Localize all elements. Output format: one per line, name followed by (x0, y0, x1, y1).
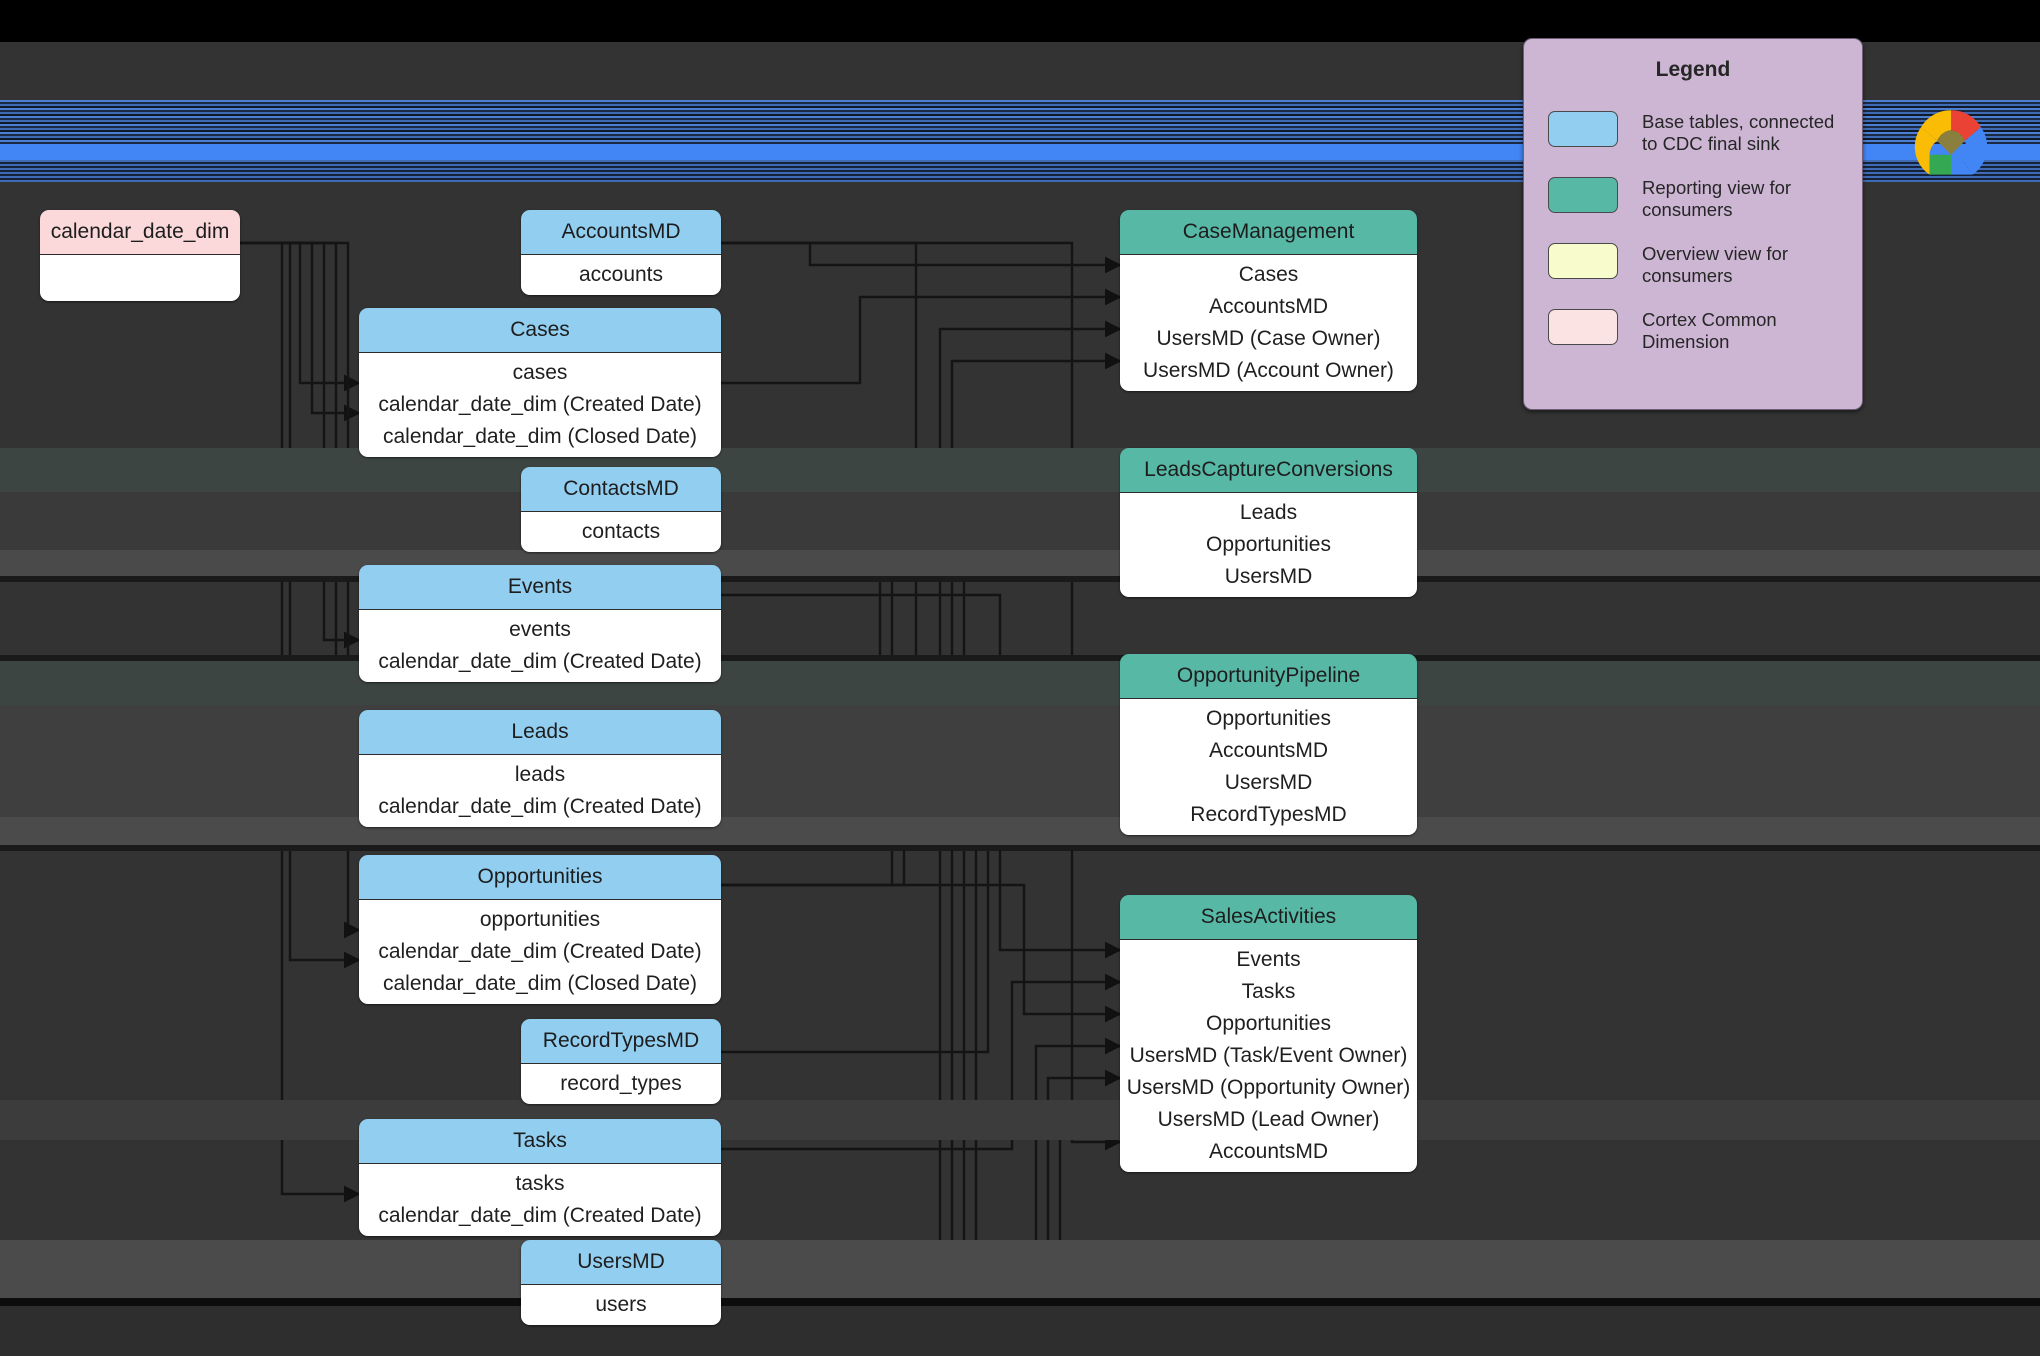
entity-row: RecordTypesMD (1190, 803, 1347, 826)
entity-row: calendar_date_dim (Closed Date) (382, 972, 697, 995)
entity-row: Leads (1239, 501, 1298, 524)
entity-row: record_types (560, 1072, 682, 1095)
entity-title: UsersMD (521, 1240, 721, 1285)
legend-item-label: Overview view for consumers (1642, 243, 1788, 286)
entity-node-UsersMD[interactable]: UsersMD users (521, 1240, 721, 1325)
entity-row: Events (1236, 948, 1301, 971)
entity-row: calendar_date_dim (Created Date) (378, 795, 702, 818)
entity-body: contacts (521, 512, 721, 552)
entity-row: events (509, 618, 571, 641)
entity-row: AccountsMD (1208, 295, 1329, 318)
google-cloud-logo (1914, 110, 1988, 175)
entity-row: opportunities (479, 908, 601, 931)
legend-item: Cortex Common Dimension (1548, 309, 1852, 353)
entity-body: users (521, 1285, 721, 1325)
entity-title: ContactsMD (521, 467, 721, 512)
legend-item: Overview view for consumers (1548, 243, 1852, 287)
entity-title: AccountsMD (521, 210, 721, 255)
legend-swatch-cortex-dimension (1548, 309, 1618, 345)
entity-row: calendar_date_dim (Created Date) (378, 393, 702, 416)
entity-title: Tasks (359, 1119, 721, 1164)
entity-node-RecordTypesMD[interactable]: RecordTypesMD record_types (521, 1019, 721, 1104)
entity-title: calendar_date_dim (40, 210, 240, 255)
entity-row: UsersMD (1224, 565, 1313, 588)
legend-item: Base tables, connected to CDC final sink (1548, 111, 1852, 155)
legend-title: Legend (1655, 58, 1731, 81)
entity-node-Events[interactable]: Events events calendar_date_dim (Created D… (359, 565, 721, 682)
entity-title: Opportunities (359, 855, 721, 900)
legend-swatch-reporting-view (1548, 177, 1618, 213)
entity-title: SalesActivities (1120, 895, 1417, 940)
entity-row: UsersMD (Task/Event Owner) (1129, 1044, 1408, 1067)
entity-body (40, 255, 240, 301)
entity-row: Opportunities (1206, 533, 1331, 556)
entity-row: UsersMD (Account Owner) (1143, 359, 1394, 382)
entity-row: cases (512, 361, 568, 384)
entity-body: cases calendar_date_dim (Created Date) cal… (359, 353, 721, 457)
legend-item-label: Cortex Common Dimension (1642, 309, 1777, 352)
entity-title: LeadsCaptureConversions (1120, 448, 1417, 493)
entity-node-Tasks[interactable]: Tasks tasks calendar_date_dim (Created Dat… (359, 1119, 721, 1236)
entity-row: calendar_date_dim (Created Date) (378, 1204, 702, 1227)
entity-node-Opportunities[interactable]: Opportunities opportunities calendar_date_… (359, 855, 721, 1004)
legend-swatch-overview-view (1548, 243, 1618, 279)
entity-row: UsersMD (1224, 771, 1313, 794)
entity-row: Cases (1238, 263, 1299, 286)
entity-body: opportunities calendar_date_dim (Created … (359, 900, 721, 1004)
entity-row: UsersMD (Case Owner) (1156, 327, 1381, 350)
entity-row: calendar_date_dim (Closed Date) (382, 425, 697, 448)
entity-node-ContactsMD[interactable]: ContactsMD contacts (521, 467, 721, 552)
entity-row: calendar_date_dim (Created Date) (378, 940, 702, 963)
entity-body: accounts (521, 255, 721, 295)
entity-row: users (595, 1293, 647, 1316)
entity-row: Opportunities (1206, 1012, 1331, 1035)
entity-row: contacts (581, 520, 661, 543)
legend-item: Reporting view for consumers (1548, 177, 1852, 221)
entity-body: tasks calendar_date_dim (Created Date) (359, 1164, 721, 1236)
entity-row: AccountsMD (1208, 1140, 1329, 1163)
entity-body: leads calendar_date_dim (Created Date) (359, 755, 721, 827)
entity-row: AccountsMD (1208, 739, 1329, 762)
entity-title: Events (359, 565, 721, 610)
entity-row: UsersMD (Opportunity Owner) (1126, 1076, 1411, 1099)
legend-item-label: Reporting view for consumers (1642, 177, 1792, 220)
legend-panel: Legend Base tables, connected to CDC fin… (1523, 38, 1863, 410)
entity-body: events calendar_date_dim (Created Date) (359, 610, 721, 682)
entity-body: record_types (521, 1064, 721, 1104)
entity-node-Leads[interactable]: Leads leads calendar_date_dim (Created Dat… (359, 710, 721, 827)
entity-title: RecordTypesMD (521, 1019, 721, 1064)
entity-node-AccountsMD[interactable]: AccountsMD accounts (521, 210, 721, 295)
entity-node-calendar_date_dim[interactable]: calendar_date_dim (40, 210, 240, 301)
entity-row: UsersMD (Lead Owner) (1157, 1108, 1380, 1131)
entity-title: CaseManagement (1120, 210, 1417, 255)
entity-title: Cases (359, 308, 721, 353)
legend-swatch-base-tables (1548, 111, 1618, 147)
entity-title: Leads (359, 710, 721, 755)
entity-title: OpportunityPipeline (1120, 654, 1417, 699)
legend-item-label: Base tables, connected to CDC final sink (1642, 111, 1835, 154)
entity-row: leads (514, 763, 566, 786)
entity-node-Cases[interactable]: Cases cases calendar_date_dim (Created Dat… (359, 308, 721, 457)
entity-row: calendar_date_dim (Created Date) (378, 650, 702, 673)
entity-row: Tasks (1241, 980, 1296, 1003)
entity-row: Opportunities (1206, 707, 1331, 730)
entity-row: tasks (515, 1172, 565, 1195)
entity-row: accounts (578, 263, 664, 286)
